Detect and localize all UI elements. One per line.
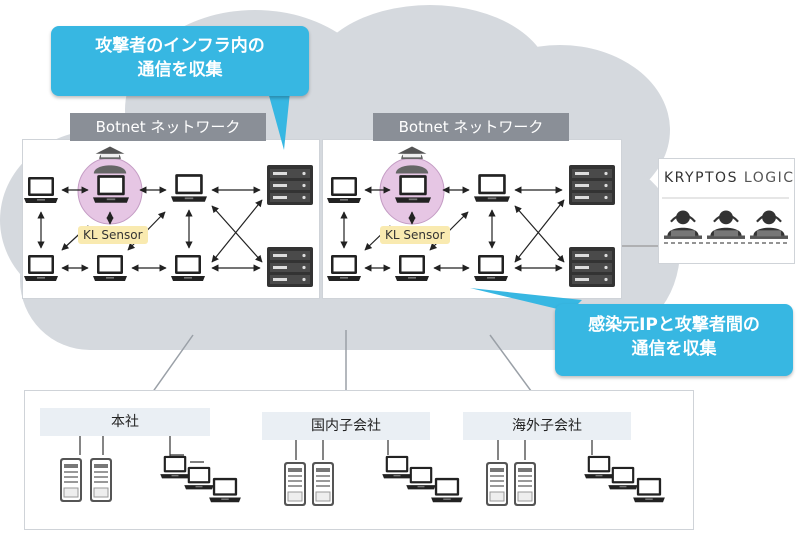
callout-top-line2: 通信を収集	[137, 60, 223, 80]
office-label-hq: 本社	[40, 408, 210, 436]
laptop-icon	[209, 477, 241, 503]
brand-name-light: LOGIC	[743, 170, 795, 186]
laptop-icon	[160, 455, 190, 479]
callout-top-pointer	[268, 92, 290, 150]
office-label-domestic: 国内子会社	[262, 412, 430, 440]
botnet-label-2: Botnet ネットワーク	[373, 113, 569, 141]
laptop-icon	[431, 477, 463, 503]
laptop-icon	[406, 466, 436, 490]
brand-name-bold: KRYPTOS	[664, 170, 738, 186]
callout-bottom-line1: 感染元IPと攻撃者間の	[588, 315, 760, 335]
server-tower-icon	[312, 462, 334, 506]
server-tower-icon	[284, 462, 306, 506]
laptop-icon	[184, 466, 214, 490]
laptop-icon	[608, 466, 638, 490]
server-tower-icon	[90, 458, 112, 502]
sensor-label-1: KL Sensor	[78, 226, 148, 244]
callout-top-line1: 攻撃者のインフラ内の	[95, 36, 265, 56]
brand-logo: KRYPTOS LOGIC	[664, 170, 795, 186]
callout-bottom-pointer	[470, 288, 582, 312]
server-tower-icon	[514, 462, 536, 506]
callout-attacker-infra: 攻撃者のインフラ内の 通信を収集	[51, 26, 309, 96]
sensor-label-2: KL Sensor	[380, 226, 450, 244]
laptop-icon	[633, 477, 665, 503]
callout-bottom-line2: 通信を収集	[631, 339, 717, 359]
laptop-icon	[584, 455, 614, 479]
callout-infection-source: 感染元IPと攻撃者間の 通信を収集	[555, 304, 793, 376]
server-tower-icon	[486, 462, 508, 506]
laptop-icon	[382, 455, 412, 479]
botnet-label-1: Botnet ネットワーク	[70, 113, 266, 141]
office-label-overseas: 海外子会社	[463, 412, 631, 440]
server-tower-icon	[60, 458, 82, 502]
